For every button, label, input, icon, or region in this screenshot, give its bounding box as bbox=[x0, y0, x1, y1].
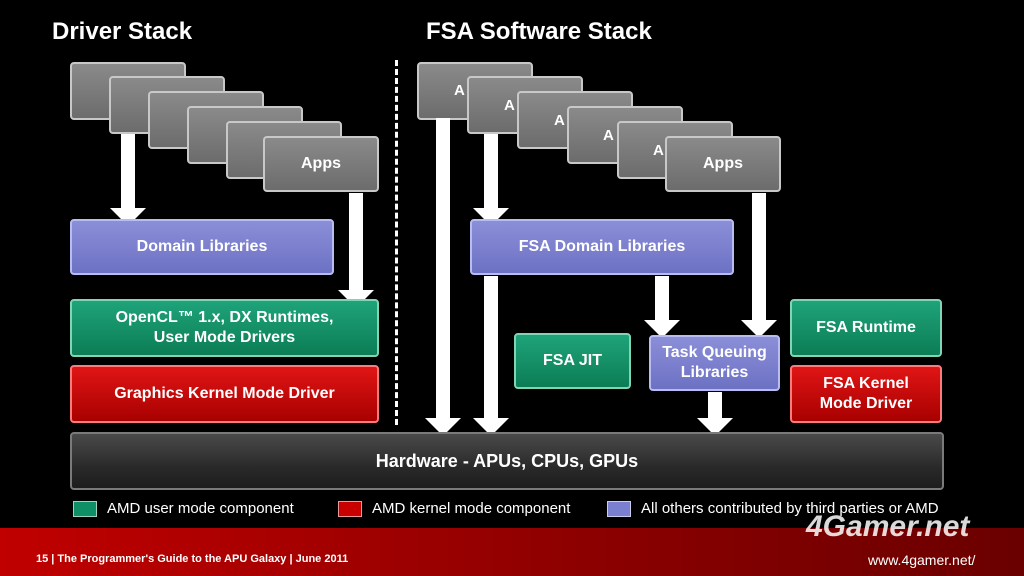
driver-stack-title: Driver Stack bbox=[52, 18, 193, 45]
fsa-domain-libraries-box: FSA Domain Libraries bbox=[470, 219, 734, 275]
apps-label: Apps bbox=[301, 155, 341, 172]
arrow-down-icon bbox=[697, 392, 733, 436]
arrow-down-icon bbox=[741, 193, 777, 338]
opencl-label-line1: OpenCL™ 1.x, DX Runtimes, bbox=[115, 309, 334, 326]
arrow-down-icon bbox=[425, 118, 461, 436]
fsa-kernel-driver-box: FSA Kernel Mode Driver bbox=[790, 365, 942, 423]
legend-item-kernel-mode: AMD kernel mode component bbox=[338, 500, 570, 517]
watermark-brand: 4Gamer.net bbox=[806, 510, 970, 543]
fsa-runtime-label: FSA Runtime bbox=[816, 319, 916, 336]
legend-label: AMD kernel mode component bbox=[372, 500, 571, 517]
domain-libraries-label: Domain Libraries bbox=[136, 238, 268, 255]
green-swatch-icon bbox=[73, 500, 97, 517]
arrow-down-icon bbox=[644, 276, 680, 338]
partial-app-label: A bbox=[504, 97, 515, 114]
partial-app-label: A bbox=[554, 112, 565, 129]
arrow-down-icon bbox=[338, 193, 374, 308]
legend-label: All others contributed by third parties … bbox=[641, 500, 939, 517]
domain-libraries-box: Domain Libraries bbox=[70, 219, 334, 275]
watermark-url: www.4gamer.net/ bbox=[868, 552, 976, 568]
footer-bar bbox=[0, 528, 1024, 576]
arrow-down-icon bbox=[473, 276, 509, 436]
fsa-domain-libraries-label: FSA Domain Libraries bbox=[518, 238, 686, 255]
red-swatch-icon bbox=[338, 500, 362, 517]
legend-item-user-mode: AMD user mode component bbox=[73, 500, 294, 517]
arrow-down-icon bbox=[110, 134, 146, 226]
arrow-down-icon bbox=[473, 134, 509, 226]
graphics-kernel-driver-label: Graphics Kernel Mode Driver bbox=[114, 385, 335, 402]
fsa-stack-title: FSA Software Stack bbox=[426, 18, 652, 45]
partial-app-label: A bbox=[653, 142, 664, 159]
fsa-runtime-box: FSA Runtime bbox=[790, 299, 942, 357]
fsa-jit-box: FSA JIT bbox=[514, 333, 631, 389]
legend-item-third-party: All others contributed by third parties … bbox=[607, 500, 939, 517]
partial-app-label: A bbox=[603, 127, 614, 144]
task-queuing-box: Task Queuing Libraries bbox=[649, 335, 780, 391]
footer-text: 15 | The Programmer's Guide to the APU G… bbox=[36, 553, 349, 565]
hardware-label: Hardware - APUs, CPUs, GPUs bbox=[375, 450, 639, 471]
opencl-runtimes-box: OpenCL™ 1.x, DX Runtimes, User Mode Driv… bbox=[70, 299, 379, 357]
fsa-kernel-label-line1: FSA Kernel bbox=[823, 375, 909, 392]
apps-label: Apps bbox=[703, 155, 743, 172]
opencl-label-line2: User Mode Drivers bbox=[153, 329, 296, 346]
blue-swatch-icon bbox=[607, 500, 631, 517]
section-divider bbox=[395, 60, 398, 425]
fsa-kernel-label-line2: Mode Driver bbox=[819, 395, 913, 412]
partial-app-label: A bbox=[454, 82, 465, 99]
legend-label: AMD user mode component bbox=[107, 500, 294, 517]
graphics-kernel-driver-box: Graphics Kernel Mode Driver bbox=[70, 365, 379, 423]
apps-box: Apps bbox=[665, 136, 781, 192]
apps-box: Apps bbox=[263, 136, 379, 192]
task-queuing-label-line2: Libraries bbox=[680, 364, 749, 381]
task-queuing-label-line1: Task Queuing bbox=[662, 344, 767, 361]
hardware-bar: Hardware - APUs, CPUs, GPUs bbox=[70, 432, 944, 490]
fsa-jit-label: FSA JIT bbox=[543, 352, 602, 369]
